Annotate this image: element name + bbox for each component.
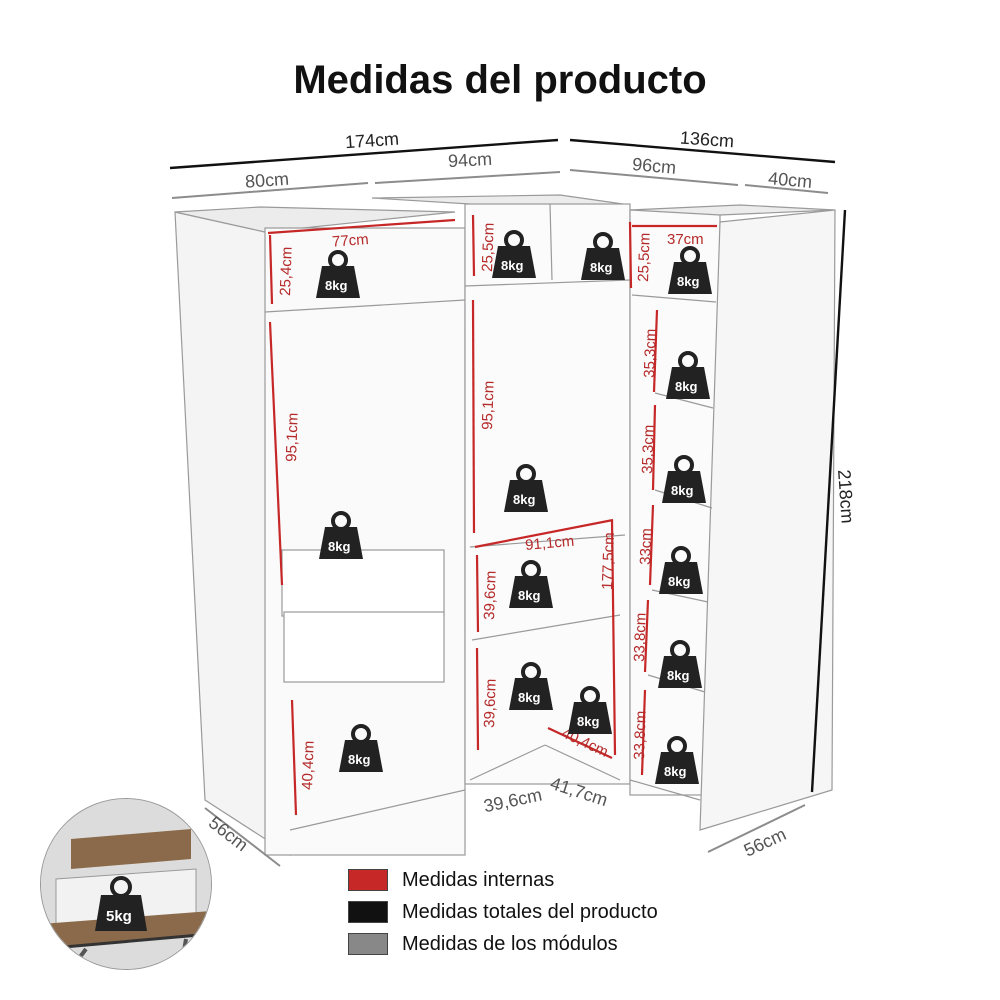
page-title: Medidas del producto [293, 58, 707, 102]
internal-25-4-label: 25,4cm [277, 246, 296, 296]
internal-77-label: 77cm [331, 231, 369, 251]
weight-icon: 8kg [490, 230, 538, 280]
internal-177-5-label: 177,5cm [599, 532, 618, 590]
svg-text:8kg: 8kg [348, 752, 370, 767]
weight-icon: 8kg [566, 686, 614, 736]
svg-text:8kg: 8kg [668, 574, 690, 589]
module-width-40-label: 40cm [767, 168, 813, 192]
weight-icon: 8kg [656, 640, 704, 690]
internal-33-label: 33cm [637, 528, 655, 565]
right-module [629, 204, 836, 831]
legend-label: Medidas totales del producto [402, 900, 658, 923]
svg-text:8kg: 8kg [501, 258, 523, 273]
legend-label: Medidas de los módulos [402, 932, 618, 955]
weight-icon: 8kg [314, 250, 362, 300]
svg-text:8kg: 8kg [328, 539, 350, 554]
weight-icon: 8kg [660, 455, 708, 505]
internal-95-1-center-label: 95,1cm [479, 380, 498, 430]
weight-icon: 8kg [317, 511, 365, 561]
weight-icon: 8kg [664, 351, 712, 401]
module-width-94-label: 94cm [448, 149, 493, 171]
internal-37-label: 37cm [667, 231, 704, 248]
internal-39-6-low-label: 39,6cm [481, 678, 500, 728]
svg-text:8kg: 8kg [518, 690, 540, 705]
module-width-96-label: 96cm [631, 154, 677, 178]
weight-icon: 8kg [666, 246, 714, 296]
weight-icon: 8kg [337, 724, 385, 774]
internal-95-1-left-label: 95,1cm [283, 412, 302, 462]
svg-text:8kg: 8kg [590, 260, 612, 275]
legend-swatch-black [348, 901, 388, 923]
weight-icon: 5kg [95, 876, 147, 931]
weight-icon: 8kg [657, 546, 705, 596]
svg-text:8kg: 8kg [667, 668, 689, 683]
svg-text:8kg: 8kg [671, 483, 693, 498]
internal-40-4-left-label: 40,4cm [299, 740, 318, 790]
drawer-illustration: 5kg [41, 799, 211, 969]
weight-icon: 8kg [653, 736, 701, 786]
legend: Medidas internas Medidas totales del pro… [348, 864, 658, 960]
module-depth-right-label: 56cm [741, 824, 789, 861]
internal-25-5-right-label: 25,5cm [635, 232, 654, 282]
legend-item-modules: Medidas de los módulos [348, 928, 658, 960]
internal-33-8-a-label: 33,8cm [631, 612, 650, 662]
weight-icon: 8kg [502, 464, 550, 514]
internal-dimension-lines [267, 214, 717, 816]
drawer-weight-label: 5kg [106, 908, 132, 925]
svg-text:8kg: 8kg [325, 278, 347, 293]
legend-label: Medidas internas [402, 868, 555, 891]
drawer-inset: 5kg [40, 798, 212, 970]
svg-text:8kg: 8kg [677, 274, 699, 289]
svg-text:8kg: 8kg [518, 588, 540, 603]
total-depth-label: 136cm [679, 128, 734, 152]
weight-icon: 8kg [507, 560, 555, 610]
total-height-label: 218cm [834, 469, 858, 524]
legend-item-total: Medidas totales del producto [348, 896, 658, 928]
svg-text:8kg: 8kg [675, 379, 697, 394]
legend-swatch-gray [348, 933, 388, 955]
internal-91-1-label: 91,1cm [524, 533, 574, 554]
module-dimensions [171, 169, 829, 867]
internal-25-5-center-label: 25,5cm [479, 222, 498, 272]
internal-35-3-a-label: 35,3cm [641, 328, 660, 378]
total-width-label: 174cm [344, 129, 399, 153]
weight-icon: 8kg [507, 662, 555, 712]
internal-39-6-mid-label: 39,6cm [481, 570, 500, 620]
left-module [174, 206, 466, 857]
legend-item-internal: Medidas internas [348, 864, 658, 896]
legend-swatch-red [348, 869, 388, 891]
svg-text:8kg: 8kg [513, 492, 535, 507]
floor-39-6-label: 39,6cm [482, 784, 544, 816]
svg-text:8kg: 8kg [577, 714, 599, 729]
total-dimensions [169, 138, 847, 793]
module-width-80-label: 80cm [244, 169, 289, 192]
internal-35-3-b-label: 35,3cm [639, 424, 658, 474]
internal-33-8-b-label: 33,8cm [631, 710, 650, 760]
weight-icon: 8kg [579, 232, 627, 282]
svg-text:8kg: 8kg [664, 764, 686, 779]
